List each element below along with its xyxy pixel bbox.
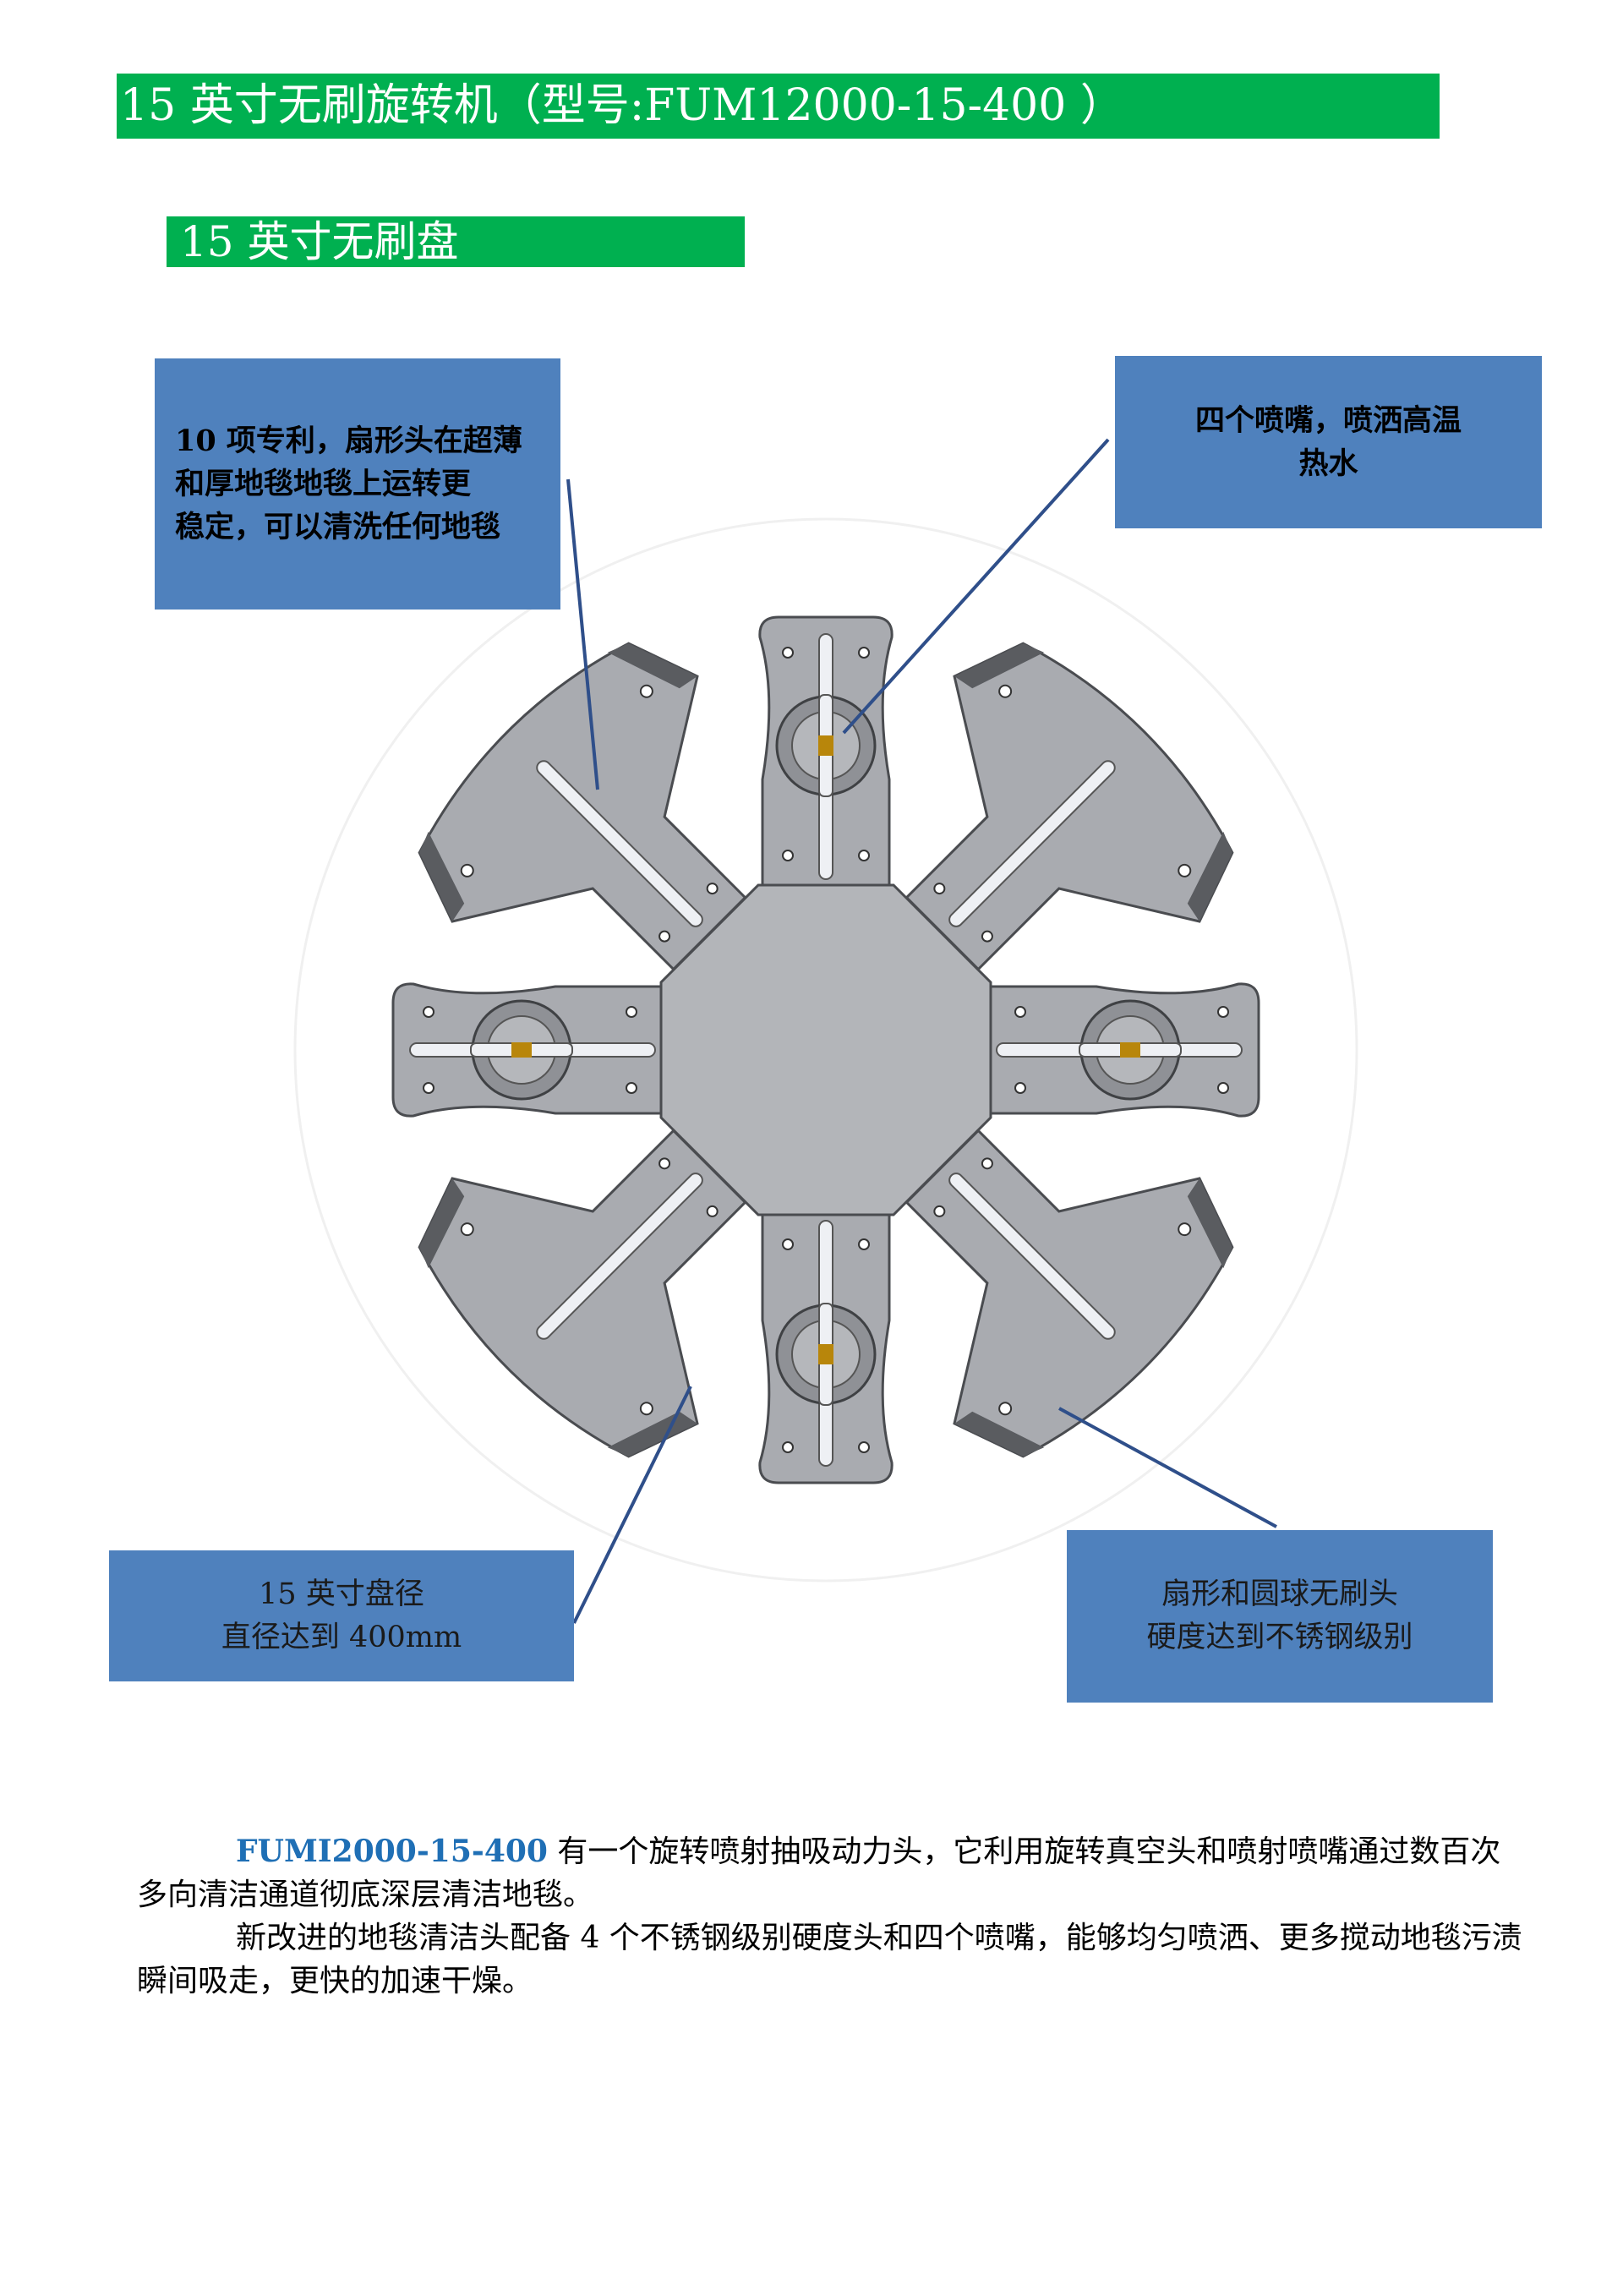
callout-text: 四个喷嘴，喷洒高温 热水: [1194, 403, 1462, 481]
leader-line: [1058, 1407, 1277, 1528]
ball-brush-head: [391, 982, 663, 1118]
description-paragraph: FUMI2000-15-400 有一个旋转喷射抽吸动力头，它利用旋转真空头和喷射…: [137, 1830, 1523, 1916]
paragraph-text: 新改进的地毯清洁头配备 4 个不锈钢级别硬度头和四个喷嘴，能够均匀喷洒、更多搅动…: [137, 1921, 1522, 1998]
leader-line: [842, 438, 1110, 735]
ball-brush-head: [758, 615, 893, 887]
leader-line: [566, 478, 599, 790]
page-heading: 15 英寸无刷旋转机（型号:FUM12000-15-400 ）: [117, 74, 1440, 139]
callout-text: 10 项专利，扇形头在超薄 和厚地毯地毯上运转更 稳定，可以清洗任何地毯: [175, 424, 522, 544]
description-paragraph: 新改进的地毯清洁头配备 4 个不锈钢级别硬度头和四个喷嘴，能够均匀喷洒、更多搅动…: [137, 1916, 1523, 2003]
section-heading: 15 英寸无刷盘: [167, 216, 745, 267]
callout-diameter: 15 英寸盘径 直径达到 400mm: [109, 1550, 574, 1681]
paragraph-text: 有一个旋转喷射抽吸动力头，它利用旋转真空头和喷射喷嘴通过数百次多向清洁通道彻底深…: [137, 1834, 1501, 1912]
ball-brush-head: [758, 1213, 893, 1484]
brush-heads: [384, 608, 1268, 1492]
disc-outline: [293, 517, 1358, 1583]
leader-line: [572, 1386, 692, 1624]
ball-brush-head: [989, 982, 1260, 1118]
callout-text: 15 英寸盘径 直径达到 400mm: [221, 1577, 462, 1654]
callout-text: 扇形和圆球无刷头 硬度达到不锈钢级别: [1146, 1577, 1413, 1654]
callout-brush-hardness: 扇形和圆球无刷头 硬度达到不锈钢级别: [1067, 1530, 1493, 1703]
octagon-hub: [659, 883, 992, 1216]
model-number: FUMI2000-15-400: [236, 1834, 548, 1869]
callout-nozzles: 四个喷嘴，喷洒高温 热水: [1115, 356, 1542, 528]
callout-patents: 10 项专利，扇形头在超薄 和厚地毯地毯上运转更 稳定，可以清洗任何地毯: [155, 358, 560, 610]
leader-lines: [566, 438, 1277, 1624]
